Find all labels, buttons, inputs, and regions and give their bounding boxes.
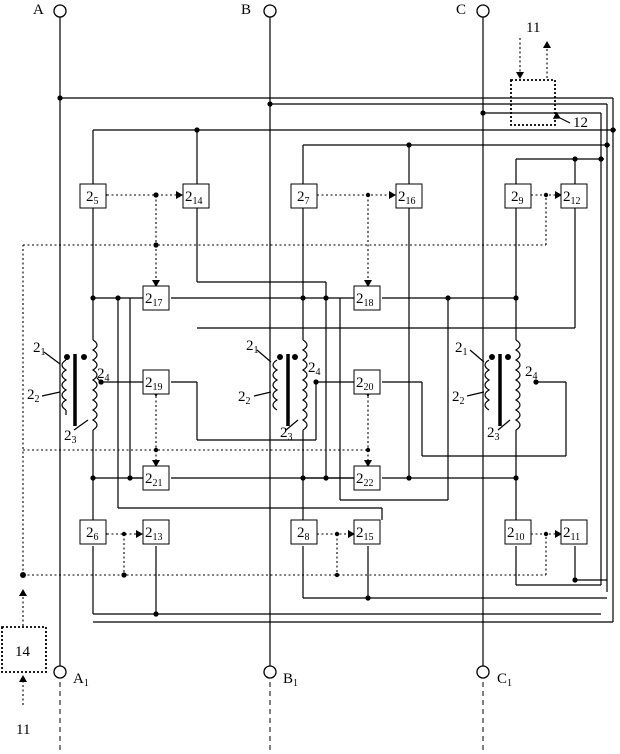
unit-label-5: 25 — [86, 189, 99, 207]
unit-label-21: 221 — [145, 471, 163, 489]
unit-boxes: 25 214 27 216 29 212 217 218 219 220 221 222 26 213 28… — [79, 183, 588, 545]
unit-box-20: 220 — [353, 369, 381, 395]
label-14: 14 — [15, 644, 31, 660]
phase-label-a: A — [33, 2, 44, 18]
svg-text:21: 21 — [33, 340, 46, 358]
phase-label-c: C — [456, 2, 466, 18]
outer-junctions — [57, 95, 616, 162]
unit-box-5: 25 — [79, 183, 107, 209]
svg-text:23: 23 — [487, 425, 500, 443]
phase-label-a1: A1 — [73, 671, 89, 689]
svg-text:24: 24 — [525, 364, 538, 382]
unit-label-6: 26 — [86, 525, 99, 543]
svg-text:21: 21 — [455, 340, 468, 358]
phase-buses — [53, 4, 490, 754]
transformer-b — [253, 339, 308, 431]
svg-text:24: 24 — [308, 360, 321, 378]
winding-labels: 21 22 23 24 21 22 23 24 21 22 23 24 — [27, 338, 538, 446]
unit-box-6: 26 — [79, 519, 107, 545]
unit-box-19: 219 — [142, 369, 170, 395]
unit-label-19: 219 — [145, 375, 163, 393]
transformer-a — [41, 339, 104, 431]
leader-12 — [552, 111, 571, 124]
transformer-c — [466, 339, 521, 431]
phase-label-b1: B1 — [283, 671, 298, 689]
unit-box-18: 218 — [353, 285, 381, 311]
label-12: 12 — [573, 115, 588, 131]
control-unit-14 — [1, 626, 47, 673]
unit-label-7: 27 — [297, 189, 310, 207]
unit-box-16: 216 — [395, 183, 423, 209]
control-junctions — [20, 192, 549, 578]
unit-label-22: 222 — [356, 471, 374, 489]
phase-label-b: B — [241, 2, 251, 18]
svg-text:23: 23 — [64, 428, 77, 446]
control-unit-12 — [510, 79, 556, 126]
unit-label-10: 210 — [507, 525, 525, 543]
unit-wiring — [92, 206, 607, 615]
unit-box-22: 222 — [353, 465, 381, 491]
unit-label-16: 216 — [398, 189, 416, 207]
unit-label-9: 29 — [511, 189, 524, 207]
unit-box-14: 214 — [182, 183, 210, 209]
phase-label-c1: C1 — [497, 671, 512, 689]
control-wiring — [19, 38, 562, 705]
unit-box-9: 29 — [504, 183, 532, 209]
unit-box-21: 221 — [142, 465, 170, 491]
terminal-b-bottom — [263, 665, 277, 679]
terminal-b-top — [263, 4, 277, 18]
unit-label-8: 28 — [297, 525, 310, 543]
unit-label-12: 212 — [563, 189, 581, 207]
svg-text:21: 21 — [246, 338, 259, 356]
unit-label-13: 213 — [145, 525, 163, 543]
terminal-c-bottom — [476, 665, 490, 679]
unit-box-10: 210 — [504, 519, 532, 545]
svg-text:22: 22 — [238, 389, 251, 407]
unit-label-17: 217 — [145, 291, 163, 309]
unit-box-8: 28 — [290, 519, 318, 545]
terminal-a-top — [53, 4, 67, 18]
unit-box-15: 215 — [353, 519, 381, 545]
unit-label-20: 220 — [356, 375, 374, 393]
outer-wiring — [60, 97, 616, 623]
unit-box-13: 213 — [142, 519, 170, 545]
svg-text:24: 24 — [97, 366, 110, 384]
svg-text:23: 23 — [280, 425, 293, 443]
terminal-a-bottom — [53, 665, 67, 679]
svg-text:22: 22 — [27, 387, 40, 405]
unit-label-11: 211 — [563, 525, 580, 543]
terminal-c-top — [476, 4, 490, 18]
input-11-bottom-label: 11 — [16, 722, 30, 738]
unit-box-11: 211 — [560, 519, 588, 545]
unit-box-7: 27 — [290, 183, 318, 209]
svg-text:22: 22 — [452, 389, 465, 407]
unit-label-14: 214 — [185, 189, 203, 207]
unit-label-15: 215 — [356, 525, 374, 543]
input-11-top-label: 11 — [526, 20, 540, 36]
unit-box-17: 217 — [142, 285, 170, 311]
unit-label-18: 218 — [356, 291, 374, 309]
unit-box-12: 212 — [560, 183, 588, 209]
unit-junctions — [90, 295, 578, 617]
